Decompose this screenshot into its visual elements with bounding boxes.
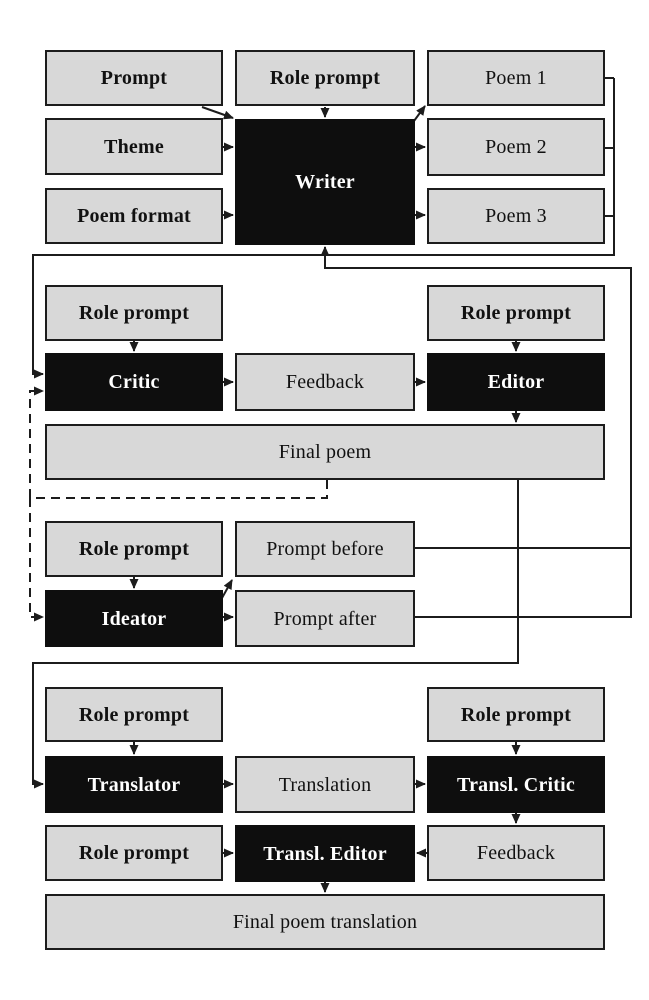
edges-group — [29, 77, 632, 893]
node-ideator: Ideator — [45, 590, 223, 647]
node-label-translator: Translator — [87, 773, 181, 796]
node-poem-1: Poem 1 — [427, 50, 605, 106]
node-critic: Critic — [45, 353, 223, 411]
node-poem-format: Poem format — [45, 188, 223, 244]
node-translation: Translation — [235, 756, 415, 813]
node-transl-critic: Transl. Critic — [427, 756, 605, 813]
node-role-prompt-transl-critic: Role prompt — [427, 687, 605, 742]
node-label-editor: Editor — [487, 371, 545, 393]
node-label-prompt-after: Prompt after — [273, 607, 377, 630]
node-theme: Theme — [45, 118, 223, 175]
node-label-role-prompt-critic: Role prompt — [78, 302, 190, 324]
node-label-prompt: Prompt — [100, 67, 168, 89]
node-role-prompt-transl-editor: Role prompt — [45, 825, 223, 881]
node-label-role-prompt-transl-editor: Role prompt — [78, 842, 190, 864]
node-label-translation: Translation — [278, 773, 372, 796]
node-role-prompt-writer: Role prompt — [235, 50, 415, 106]
node-editor: Editor — [427, 353, 605, 411]
node-label-transl-critic: Transl. Critic — [457, 773, 575, 796]
node-label-role-prompt-transl-critic: Role prompt — [460, 703, 572, 726]
node-feedback-translation: Feedback — [427, 825, 605, 881]
edge-ideator-to-prompt-before — [221, 579, 233, 599]
node-label-feedback: Feedback — [285, 371, 365, 393]
node-transl-editor: Transl. Editor — [235, 825, 415, 882]
node-label-ideator: Ideator — [101, 607, 167, 630]
node-label-final-poem: Final poem — [278, 441, 372, 463]
node-role-prompt-editor: Role prompt — [427, 285, 605, 341]
node-label-role-prompt-translator: Role prompt — [78, 703, 190, 726]
node-prompt-before: Prompt before — [235, 521, 415, 577]
node-poem-3: Poem 3 — [427, 188, 605, 244]
node-label-poem-format: Poem format — [77, 205, 191, 227]
node-label-feedback-translation: Feedback — [476, 842, 556, 864]
node-label-final-poem-translation: Final poem translation — [232, 911, 418, 933]
edge-writer-to-poem-1 — [413, 105, 426, 122]
node-label-poem-1: Poem 1 — [485, 67, 547, 89]
edge-prompt-after-to-writer — [320, 246, 632, 618]
node-final-poem: Final poem — [45, 424, 605, 480]
node-label-poem-3: Poem 3 — [485, 205, 547, 227]
node-poem-2: Poem 2 — [427, 118, 605, 176]
node-prompt-after: Prompt after — [235, 590, 415, 647]
node-label-poem-2: Poem 2 — [485, 136, 547, 158]
edge-prompt-to-writer — [201, 106, 234, 120]
node-label-role-prompt-writer: Role prompt — [269, 67, 381, 89]
edge-final-poem-to-translator — [32, 480, 519, 789]
node-translator: Translator — [45, 756, 223, 813]
edge-loop-to-critic — [29, 386, 44, 498]
node-label-prompt-before: Prompt before — [266, 538, 384, 560]
node-label-role-prompt-editor: Role prompt — [460, 302, 572, 324]
node-role-prompt-ideator: Role prompt — [45, 521, 223, 577]
node-role-prompt-translator: Role prompt — [45, 687, 223, 742]
node-label-writer: Writer — [295, 171, 355, 193]
node-writer: Writer — [235, 119, 415, 245]
edge-final-poem-to-loop — [30, 480, 328, 499]
node-label-critic: Critic — [108, 371, 160, 393]
node-role-prompt-critic: Role prompt — [45, 285, 223, 341]
node-prompt: Prompt — [45, 50, 223, 106]
node-label-transl-editor: Transl. Editor — [263, 842, 387, 865]
node-label-role-prompt-ideator: Role prompt — [78, 538, 190, 560]
edge-poems-to-critic — [32, 78, 615, 379]
node-label-theme: Theme — [104, 135, 164, 158]
node-feedback: Feedback — [235, 353, 415, 411]
node-final-poem-translation: Final poem translation — [45, 894, 605, 950]
edge-loop-to-ideator — [29, 498, 44, 622]
